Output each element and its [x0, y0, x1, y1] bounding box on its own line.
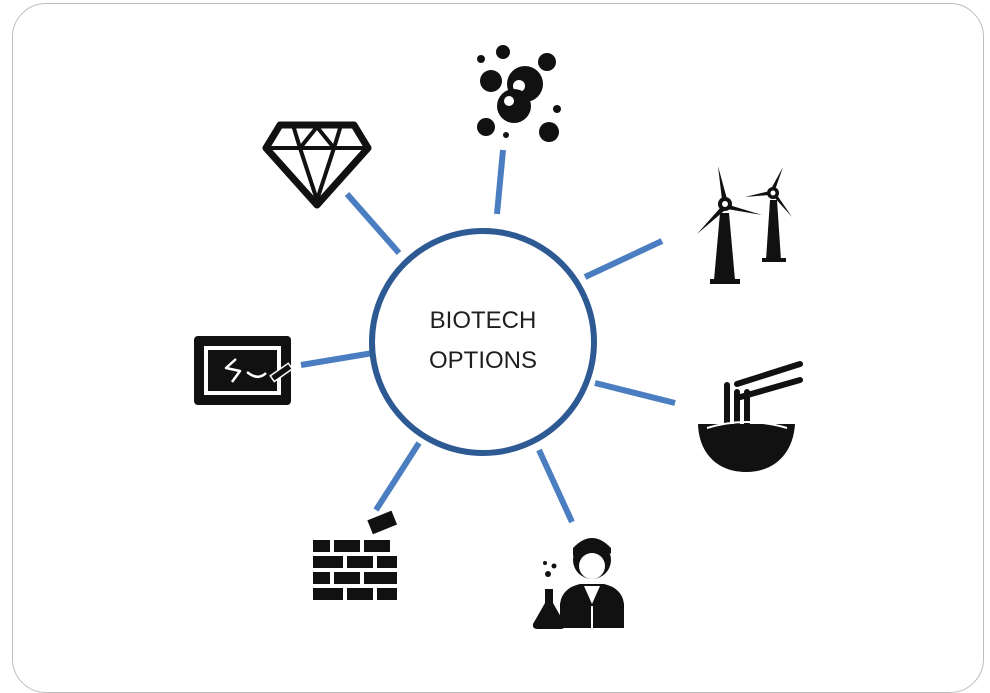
- spoke-noodle-bowl: [594, 380, 676, 406]
- biotech-options-diagram: BIOTECH OPTIONS: [194, 45, 803, 629]
- spoke-brick-wall: [373, 441, 422, 512]
- spoke-wind-turbines: [583, 238, 664, 280]
- spoke-bubbles: [494, 149, 506, 215]
- hub-label-line1: BIOTECH: [430, 307, 537, 334]
- brick-wall-icon: [313, 510, 398, 600]
- wind-turbines-icon: [697, 166, 792, 284]
- chalkboard-icon: [194, 336, 294, 405]
- spokes: [300, 149, 676, 524]
- hub-circle: [369, 228, 597, 456]
- bubbles-icon: [477, 45, 561, 142]
- spoke-diamond: [344, 192, 402, 255]
- spoke-scientist: [536, 448, 575, 524]
- noodle-bowl-icon: [698, 361, 803, 472]
- spoke-chalkboard: [300, 350, 374, 368]
- diamond-icon: [262, 121, 372, 209]
- hub-label-line2: OPTIONS: [429, 347, 537, 374]
- scientist-icon: [532, 538, 624, 629]
